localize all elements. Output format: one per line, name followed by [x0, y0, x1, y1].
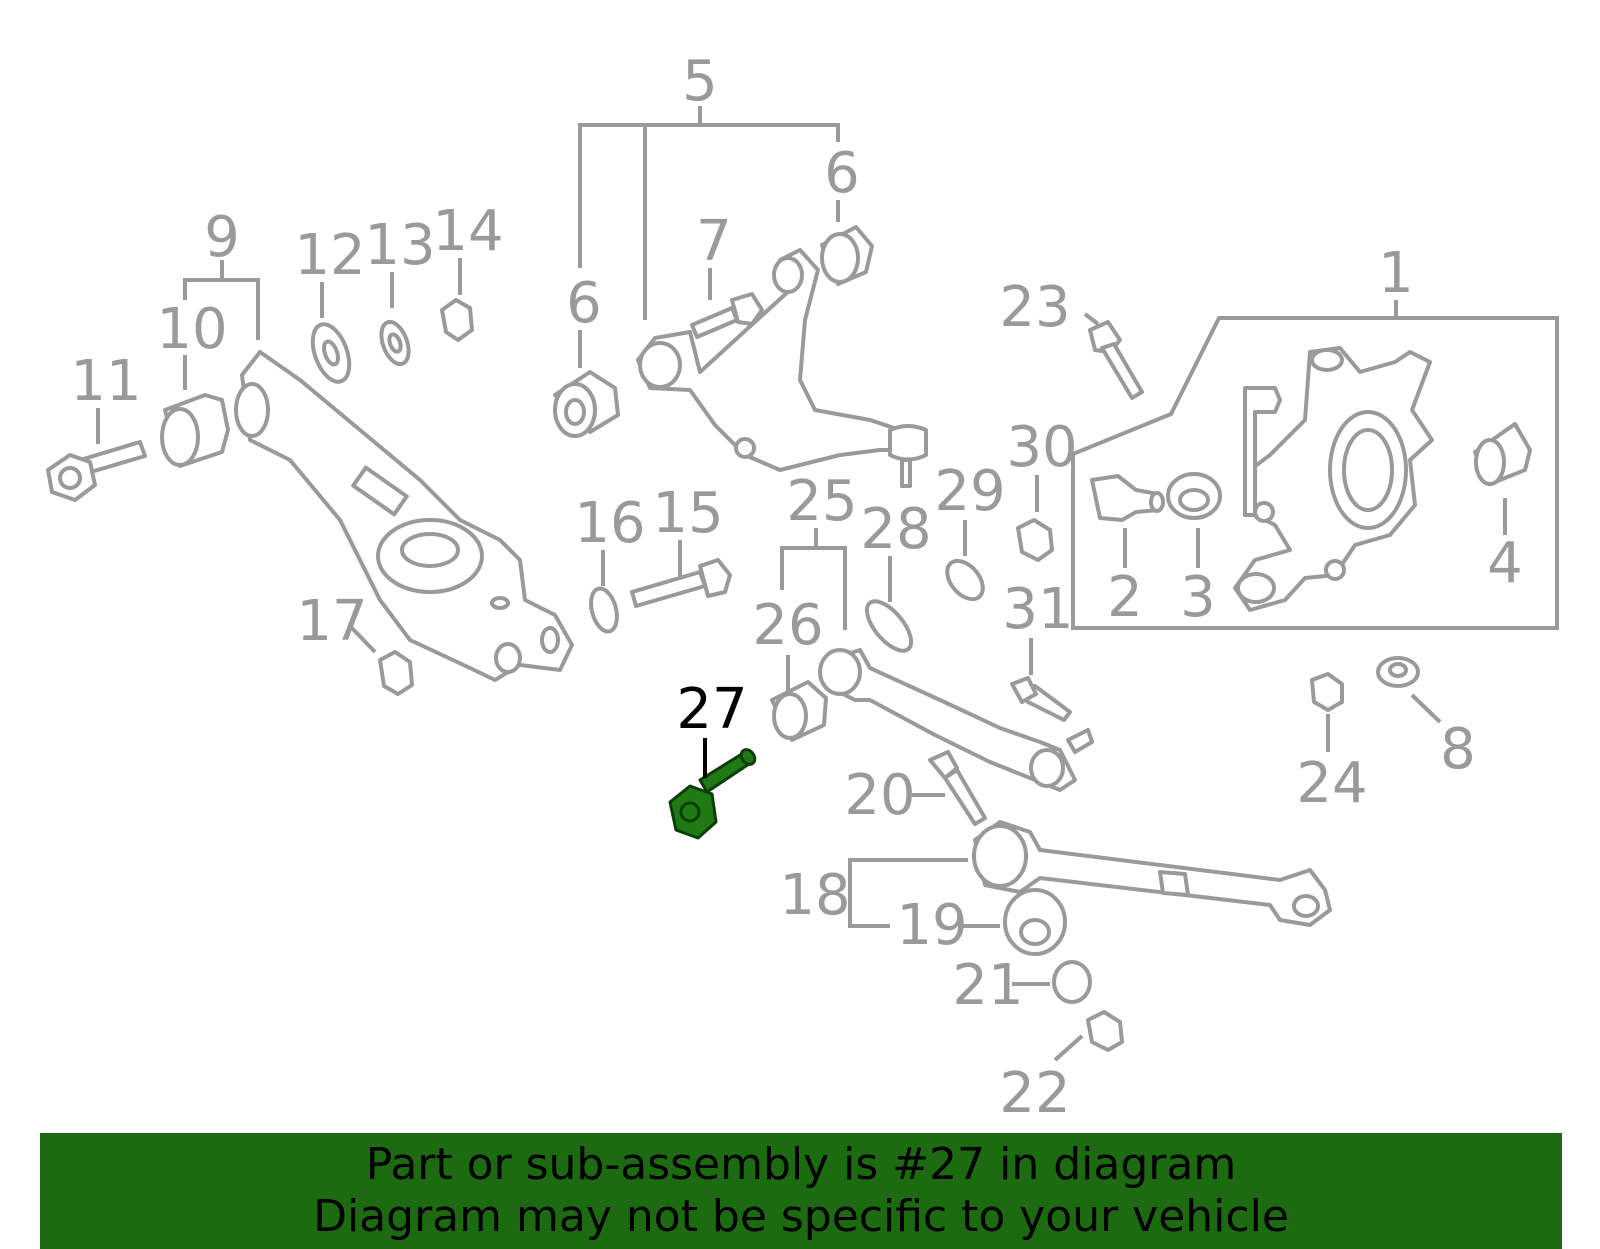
callout-1: 1 — [1378, 241, 1414, 306]
callout-16: 16 — [574, 491, 645, 556]
nut-30 — [1016, 518, 1054, 562]
steering-knuckle — [1233, 346, 1434, 612]
nut-14 — [440, 298, 474, 342]
callout-20: 20 — [844, 763, 915, 828]
bushing-10 — [160, 393, 230, 468]
callout-28: 28 — [860, 497, 931, 562]
bolt-15 — [630, 558, 732, 608]
flange-nut-8 — [1376, 656, 1420, 688]
callout-4: 4 — [1487, 531, 1523, 596]
banner-line-2: Diagram may not be specific to your vehi… — [313, 1191, 1289, 1242]
bushing-19 — [1003, 888, 1067, 956]
callout-8: 8 — [1440, 717, 1476, 782]
callout-25: 25 — [786, 469, 857, 534]
callout-24: 24 — [1296, 751, 1367, 816]
ball-joint-2 — [1090, 474, 1165, 522]
washer-28 — [864, 599, 914, 653]
bolt-20 — [928, 750, 987, 826]
callout-labels: 1 2 3 4 5 6 6 7 8 9 10 11 12 13 14 15 16… — [70, 49, 1522, 1126]
washer-21 — [1052, 960, 1092, 1004]
bushing-4 — [1473, 422, 1532, 486]
knuckle-assembly-box — [1071, 316, 1559, 630]
callout-6-right: 6 — [824, 141, 860, 206]
washer-13 — [379, 319, 411, 367]
callout-3: 3 — [1180, 565, 1216, 630]
callout-30: 30 — [1006, 415, 1077, 480]
bushing-6-right — [820, 225, 874, 286]
bushing-26 — [770, 680, 828, 742]
washer-12 — [310, 322, 352, 384]
callout-5: 5 — [682, 49, 718, 114]
callout-15: 15 — [652, 481, 723, 546]
callout-2: 2 — [1107, 565, 1143, 630]
washer-16 — [589, 586, 619, 634]
bolt-31 — [1010, 676, 1072, 722]
bolt-7 — [690, 292, 764, 339]
washer-29 — [945, 558, 985, 602]
callout-7: 7 — [696, 209, 732, 274]
info-banner: Part or sub-assembly is #27 in diagram D… — [40, 1133, 1562, 1249]
upper-control-arm — [636, 248, 928, 488]
callout-18: 18 — [779, 863, 850, 928]
nut-17 — [378, 650, 414, 696]
callout-31: 31 — [1002, 577, 1073, 642]
bolt-11 — [46, 440, 147, 502]
bushing-3 — [1166, 472, 1222, 520]
leader-lines — [96, 106, 1507, 1062]
bolt-27-highlighted[interactable] — [668, 747, 758, 840]
banner-line-1: Part or sub-assembly is #27 in diagram — [365, 1139, 1237, 1190]
callout-12: 12 — [294, 223, 365, 288]
nut-24 — [1310, 672, 1344, 712]
lateral-arm — [972, 820, 1332, 927]
callout-11: 11 — [70, 349, 141, 414]
callout-23: 23 — [999, 275, 1070, 340]
callout-17: 17 — [296, 589, 367, 654]
callout-21: 21 — [952, 953, 1023, 1018]
toe-link — [818, 648, 1094, 792]
callout-9: 9 — [204, 205, 240, 270]
callout-6-left: 6 — [566, 271, 602, 336]
callout-19: 19 — [896, 893, 967, 958]
lower-control-arm — [234, 350, 574, 682]
callout-29: 29 — [934, 459, 1005, 524]
callout-13: 13 — [364, 213, 435, 278]
callout-27-highlighted: 27 — [676, 677, 747, 742]
callout-22: 22 — [999, 1061, 1070, 1126]
bolt-23 — [1088, 320, 1144, 400]
callout-26: 26 — [752, 593, 823, 658]
nut-22 — [1086, 1010, 1124, 1052]
bushing-6-left — [553, 370, 620, 438]
callout-10: 10 — [156, 297, 227, 362]
callout-14: 14 — [432, 199, 503, 264]
